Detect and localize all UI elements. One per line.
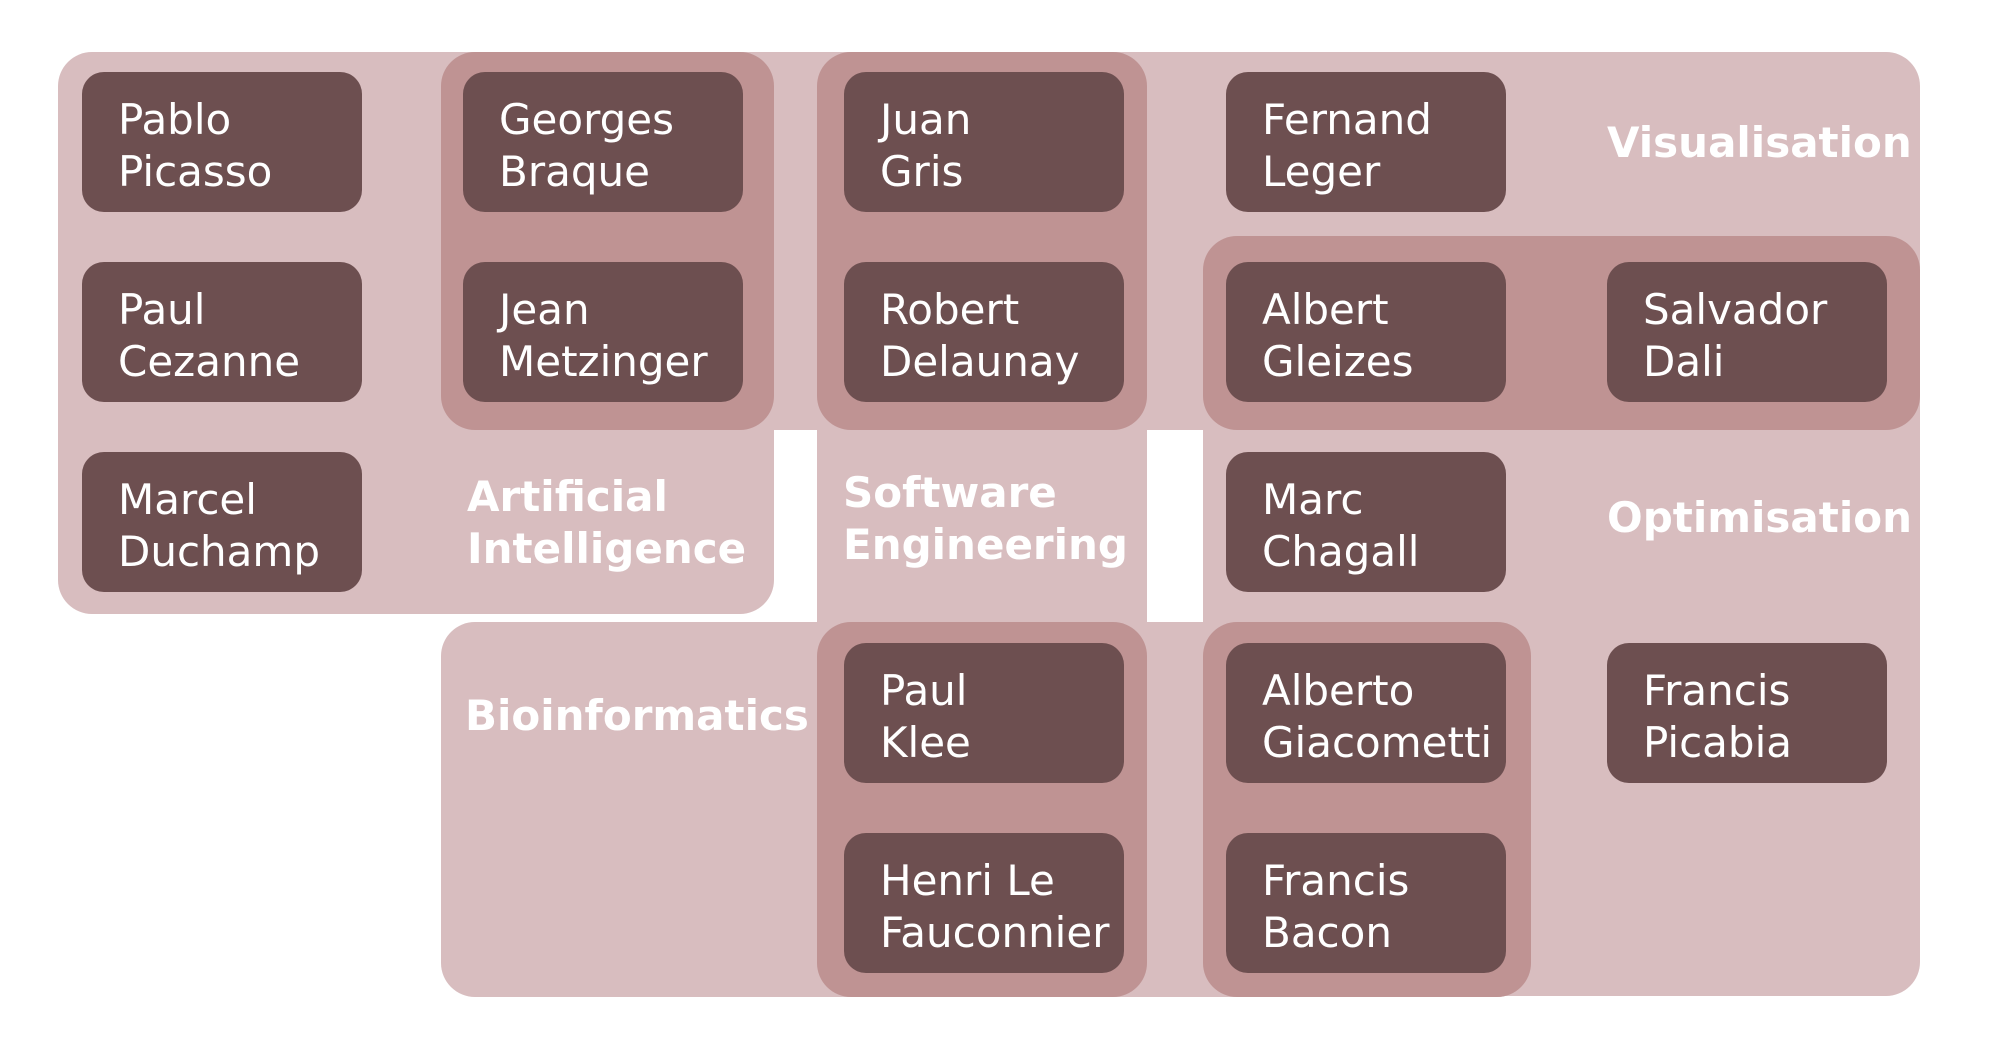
- label-artificial-intelligence: Artificial Intelligence: [467, 471, 746, 575]
- node-line: Jean: [499, 285, 590, 334]
- node-line: Picasso: [118, 147, 273, 196]
- node-robert-delaunay: Robert Delaunay: [844, 262, 1124, 402]
- label-visualisation: Visualisation: [1607, 118, 1912, 167]
- node-jean-metzinger: Jean Metzinger: [463, 262, 743, 402]
- node-fernand-leger: Fernand Leger: [1226, 72, 1506, 212]
- node-pablo-picasso: Pablo Picasso: [82, 72, 362, 212]
- node-marcel-duchamp: Marcel Duchamp: [82, 452, 362, 592]
- node-henri-le-fauconnier: Henri Le Fauconnier: [844, 833, 1124, 973]
- node-albert-gleizes: Albert Gleizes: [1226, 262, 1506, 402]
- node-line: Alberto: [1262, 666, 1415, 715]
- node-line: Albert: [1262, 285, 1389, 334]
- node-paul-klee: Paul Klee: [844, 643, 1124, 783]
- node-line: Salvador: [1643, 285, 1828, 334]
- node-alberto-giacometti: Alberto Giacometti: [1226, 643, 1506, 783]
- node-line: Gris: [880, 147, 964, 196]
- node-line: Francis: [1262, 856, 1410, 905]
- node-line: Francis: [1643, 666, 1791, 715]
- node-line: Klee: [880, 718, 971, 767]
- node-line: Duchamp: [118, 527, 320, 576]
- node-georges-braque: Georges Braque: [463, 72, 743, 212]
- node-line: Paul: [880, 666, 968, 715]
- node-line: Juan: [880, 95, 972, 144]
- node-marc-chagall: Marc Chagall: [1226, 452, 1506, 592]
- label-software-engineering: Software Engineering: [843, 467, 1128, 571]
- node-line: Picabia: [1643, 718, 1792, 767]
- node-line: Pablo: [118, 95, 232, 144]
- node-line: Marc: [1262, 475, 1364, 524]
- node-francis-picabia: Francis Picabia: [1607, 643, 1887, 783]
- node-line: Georges: [499, 95, 674, 144]
- node-line: Chagall: [1262, 527, 1420, 576]
- node-line: Fauconnier: [880, 908, 1110, 957]
- node-line: Delaunay: [880, 337, 1080, 386]
- node-line: Paul: [118, 285, 206, 334]
- label-ai-line-1: Artificial: [467, 472, 668, 521]
- node-line: Gleizes: [1262, 337, 1414, 386]
- node-francis-bacon: Francis Bacon: [1226, 833, 1506, 973]
- node-juan-gris: Juan Gris: [844, 72, 1124, 212]
- node-paul-cezanne: Paul Cezanne: [82, 262, 362, 402]
- node-line: Leger: [1262, 147, 1381, 196]
- label-bioinformatics: Bioinformatics: [465, 691, 809, 740]
- node-salvador-dali: Salvador Dali: [1607, 262, 1887, 402]
- node-line: Henri Le: [880, 856, 1055, 905]
- node-line: Robert: [880, 285, 1020, 334]
- node-line: Metzinger: [499, 337, 708, 386]
- node-line: Marcel: [118, 475, 257, 524]
- node-line: Dali: [1643, 337, 1725, 386]
- label-optimisation: Optimisation: [1607, 493, 1912, 542]
- node-line: Fernand: [1262, 95, 1432, 144]
- label-se-line-2: Engineering: [843, 520, 1128, 569]
- node-line: Braque: [499, 147, 650, 196]
- node-line: Bacon: [1262, 908, 1392, 957]
- label-se-line-1: Software: [843, 468, 1057, 517]
- node-line: Giacometti: [1262, 718, 1493, 767]
- node-line: Cezanne: [118, 337, 301, 386]
- label-ai-line-2: Intelligence: [467, 524, 747, 573]
